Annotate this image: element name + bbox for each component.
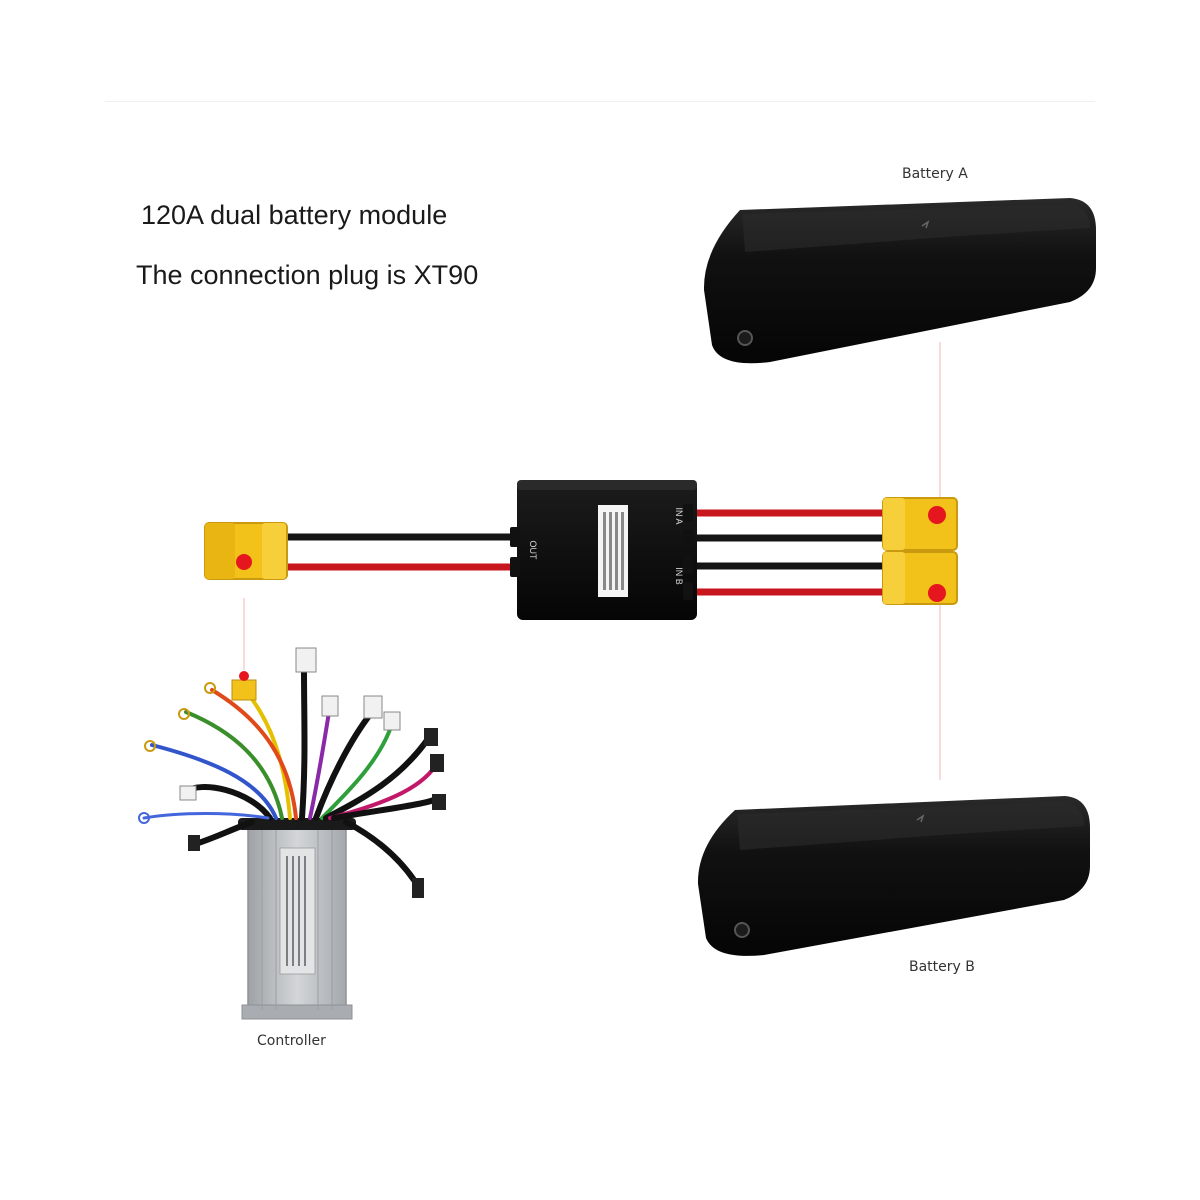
controller-label: Controller — [257, 1033, 326, 1049]
controller-label-plate — [279, 847, 316, 975]
xt60-controller-plug — [231, 679, 257, 701]
dual-battery-module: OUT IN A IN B — [510, 480, 697, 620]
connection-marker — [928, 506, 946, 524]
divider-line — [105, 101, 1095, 102]
xt90-input-connector-b — [882, 551, 958, 605]
harness-connectors — [138, 647, 446, 898]
battery-b — [697, 796, 1090, 956]
connection-marker — [928, 584, 946, 602]
module-wires — [282, 509, 890, 596]
page-subtitle: The connection plug is XT90 — [136, 260, 479, 290]
page-title: 120A dual battery module — [141, 200, 448, 230]
battery-lock-icon — [737, 330, 753, 346]
port-in-b-label: IN B — [674, 567, 684, 585]
connection-marker — [239, 671, 249, 681]
port-out-label: OUT — [528, 541, 538, 561]
battery-a — [703, 198, 1096, 364]
port-in-a-label: IN A — [674, 507, 684, 524]
battery-lock-icon — [734, 922, 750, 938]
connection-marker — [236, 554, 252, 570]
battery-b-label: Battery B — [909, 959, 975, 975]
xt90-output-connector — [204, 522, 288, 580]
battery-a-label: Battery A — [902, 166, 968, 182]
guide-lines — [243, 342, 941, 780]
xt90-input-connector-a — [882, 497, 958, 551]
controller — [238, 818, 356, 1020]
